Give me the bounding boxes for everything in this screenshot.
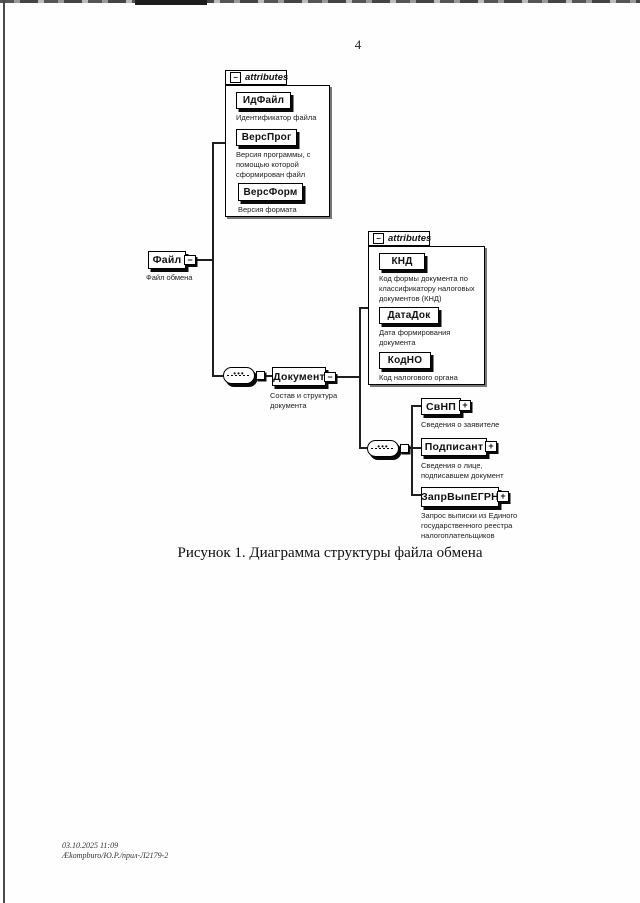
element-caption: Сведения о лице, подписавшем документ — [421, 461, 504, 480]
sequence-line — [371, 448, 395, 449]
element-label: Документ — [273, 370, 325, 383]
attributes-label: attributes — [388, 233, 432, 244]
element-caption: Запрос выписки из Единого государственно… — [421, 511, 518, 540]
connector-line — [411, 494, 421, 496]
element-label: Файл — [152, 254, 182, 266]
element-caption: Файл обмена — [146, 273, 193, 282]
attribute-caption: Версия формата — [238, 205, 297, 214]
sequence-line — [227, 375, 251, 376]
collapse-minus-icon: − — [324, 372, 336, 382]
element-dokument: Документ — [272, 367, 326, 386]
figure-caption: Рисунок 1. Диаграмма структуры файла обм… — [177, 545, 483, 561]
element-label: ЗапрВыпЕГРН — [421, 491, 499, 503]
expand-plus-icon: + — [497, 491, 509, 502]
attribute-label: ВерсПрог — [241, 132, 292, 143]
sequence-dots: ••• — [233, 369, 245, 378]
collapse-minus-icon: − — [184, 255, 196, 265]
attribute-caption: Идентификатор файла — [236, 113, 317, 122]
element-caption: Сведения о заявителе — [421, 420, 500, 429]
connector-line — [359, 307, 369, 309]
page-edge-left — [3, 0, 5, 903]
connector-box-icon — [256, 371, 265, 380]
expand-plus-icon: + — [459, 400, 471, 411]
attribute-kodno: КодНО — [379, 352, 431, 369]
expand-plus-icon: + — [485, 441, 497, 452]
element-caption: Состав и структура документа — [270, 391, 338, 410]
attribute-label: КНД — [391, 256, 413, 267]
connector-line — [212, 142, 226, 144]
connector-box-icon — [400, 444, 409, 453]
collapse-minus-icon: − — [230, 72, 241, 83]
connector-line — [409, 447, 421, 449]
connector-line — [196, 259, 213, 261]
collapse-minus-icon: − — [373, 233, 384, 244]
attributes-tab-file: − attributes — [225, 70, 289, 85]
attribute-label: ДатаДок — [387, 310, 431, 321]
attribute-caption: Дата формирования документа — [379, 328, 451, 347]
footer-reference: Ækompburo/Ю.Р./прил-Л2179-2 — [62, 851, 169, 860]
element-label: СвНП — [426, 400, 456, 413]
attribute-datadok: ДатаДок — [379, 307, 439, 324]
page-edge-top-dark — [135, 0, 207, 5]
attribute-versprog: ВерсПрог — [236, 129, 297, 146]
attributes-tab-document: − attributes — [368, 231, 432, 246]
attribute-caption: Код формы документа по классификатору на… — [379, 274, 475, 303]
connector-line — [359, 307, 361, 448]
connector-line — [212, 142, 214, 377]
connector-line — [411, 405, 413, 496]
sequence-icon: ••• — [367, 440, 399, 457]
sequence-icon: ••• — [223, 367, 255, 384]
attribute-idfail: ИдФайл — [236, 92, 291, 109]
element-svnp: СвНП — [421, 398, 461, 415]
element-label: Подписант — [424, 441, 484, 453]
page-edge-top — [0, 0, 640, 3]
footer-timestamp: 03.10.2025 11:09 — [62, 841, 119, 850]
attribute-label: ВерсФорм — [243, 186, 298, 198]
connector-line — [359, 447, 367, 449]
connector-line — [212, 375, 224, 377]
attribute-versform: ВерсФорм — [238, 183, 303, 201]
attributes-label: attributes — [245, 72, 289, 83]
element-zaprvypegrn: ЗапрВыпЕГРН — [421, 487, 499, 507]
attribute-knd: КНД — [379, 253, 425, 270]
sequence-dots: ••• — [377, 442, 389, 451]
connector-line — [411, 405, 421, 407]
attribute-caption: Версия программы, с помощью которой сфор… — [236, 150, 311, 179]
element-podpisant: Подписант — [421, 438, 487, 456]
attribute-label: ИдФайл — [242, 95, 285, 106]
attribute-caption: Код налогового органа — [379, 373, 458, 382]
page-number: 4 — [354, 37, 362, 52]
connector-line — [265, 375, 272, 377]
connector-line — [336, 376, 361, 378]
element-fail: Файл — [148, 251, 186, 269]
attribute-label: КодНО — [387, 355, 423, 366]
